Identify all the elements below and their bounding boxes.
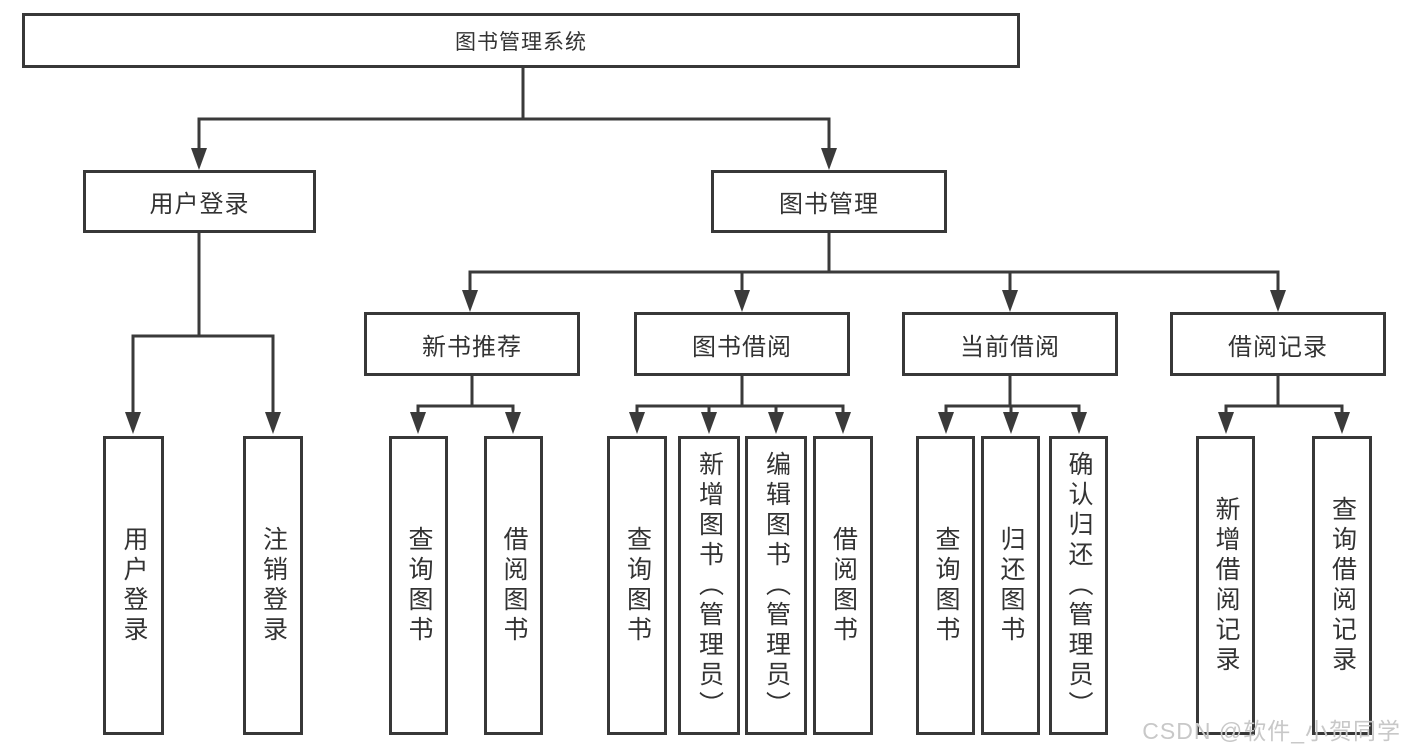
node-leaf-logout: 注销登录: [243, 436, 303, 735]
node-leaf-logout-label: 注销登录: [259, 525, 288, 646]
node-leaf-borrow-book-1: 借阅图书: [484, 436, 543, 735]
edge-borrow-record-children: [1218, 376, 1350, 434]
node-leaf-borrow-book-2-label: 借阅图书: [829, 525, 858, 646]
node-leaf-query-book-2-label: 查询图书: [623, 525, 652, 646]
edge-book-borrow-children: [629, 376, 851, 434]
edge-new-book-children: [410, 376, 521, 434]
node-leaf-query-borrow-record: 查询借阅记录: [1312, 436, 1372, 735]
node-root: 图书管理系统: [22, 13, 1020, 68]
node-user-login: 用户登录: [83, 170, 316, 233]
node-leaf-confirm-return-admin-label: 确认归还（管理员）: [1065, 450, 1093, 721]
node-leaf-user-login-label: 用户登录: [120, 525, 148, 646]
edge-root-to-level2: [191, 68, 837, 170]
node-leaf-query-book-3: 查询图书: [916, 436, 975, 735]
node-leaf-query-book-3-label: 查询图书: [932, 525, 960, 646]
node-book-management: 图书管理: [711, 170, 947, 233]
node-leaf-borrow-book-1-label: 借阅图书: [500, 525, 528, 646]
node-leaf-query-book-1: 查询图书: [389, 436, 448, 735]
node-leaf-user-login: 用户登录: [103, 436, 164, 735]
node-leaf-query-book-2: 查询图书: [607, 436, 667, 735]
edge-book-mgmt-children: [462, 233, 1286, 312]
node-leaf-confirm-return-admin: 确认归还（管理员）: [1049, 436, 1108, 735]
node-leaf-return-book: 归还图书: [981, 436, 1040, 735]
node-leaf-add-book-admin: 新增图书（管理员）: [678, 436, 740, 735]
node-leaf-return-book-label: 归还图书: [997, 525, 1025, 646]
node-new-book-recommend-label: 新书推荐: [422, 333, 522, 361]
node-leaf-borrow-book-2: 借阅图书: [813, 436, 873, 735]
node-leaf-add-book-admin-label: 新增图书（管理员）: [695, 450, 724, 721]
node-leaf-query-book-1-label: 查询图书: [405, 525, 433, 646]
node-current-borrow-label: 当前借阅: [960, 333, 1060, 361]
node-borrow-record-label: 借阅记录: [1228, 333, 1328, 361]
node-leaf-add-borrow-record: 新增借阅记录: [1196, 436, 1255, 735]
node-book-borrow: 图书借阅: [634, 312, 850, 376]
node-leaf-add-borrow-record-label: 新增借阅记录: [1212, 495, 1240, 676]
node-book-borrow-label: 图书借阅: [692, 333, 792, 361]
node-leaf-edit-book-admin-label: 编辑图书（管理员）: [762, 450, 791, 721]
edge-current-borrow-children: [938, 376, 1087, 434]
node-borrow-record: 借阅记录: [1170, 312, 1386, 376]
node-user-login-label: 用户登录: [149, 191, 250, 218]
watermark: CSDN @软件_小贺同学: [1142, 718, 1401, 744]
node-root-label: 图书管理系统: [455, 30, 587, 54]
node-leaf-edit-book-admin: 编辑图书（管理员）: [745, 436, 807, 735]
node-leaf-query-borrow-record-label: 查询借阅记录: [1328, 495, 1357, 676]
node-new-book-recommend: 新书推荐: [364, 312, 580, 376]
node-book-management-label: 图书管理: [779, 191, 879, 218]
edge-user-login-children: [125, 233, 281, 434]
node-current-borrow: 当前借阅: [902, 312, 1118, 376]
